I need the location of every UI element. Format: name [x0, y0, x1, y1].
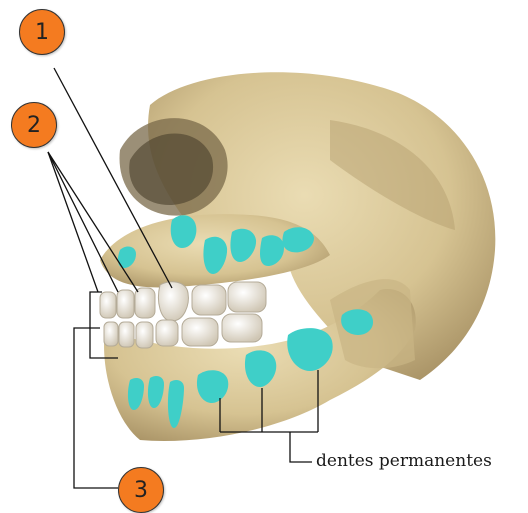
permanent-teeth-label: dentes permanentes	[316, 451, 492, 471]
deciduous-teeth-lower	[104, 314, 262, 348]
callout-2-label: 2	[27, 113, 41, 138]
callout-3-label: 3	[134, 478, 148, 503]
callout-1: 1	[19, 9, 65, 55]
callout-1-label: 1	[35, 20, 49, 45]
callout-3: 3	[118, 467, 164, 513]
callout-2: 2	[11, 102, 57, 148]
